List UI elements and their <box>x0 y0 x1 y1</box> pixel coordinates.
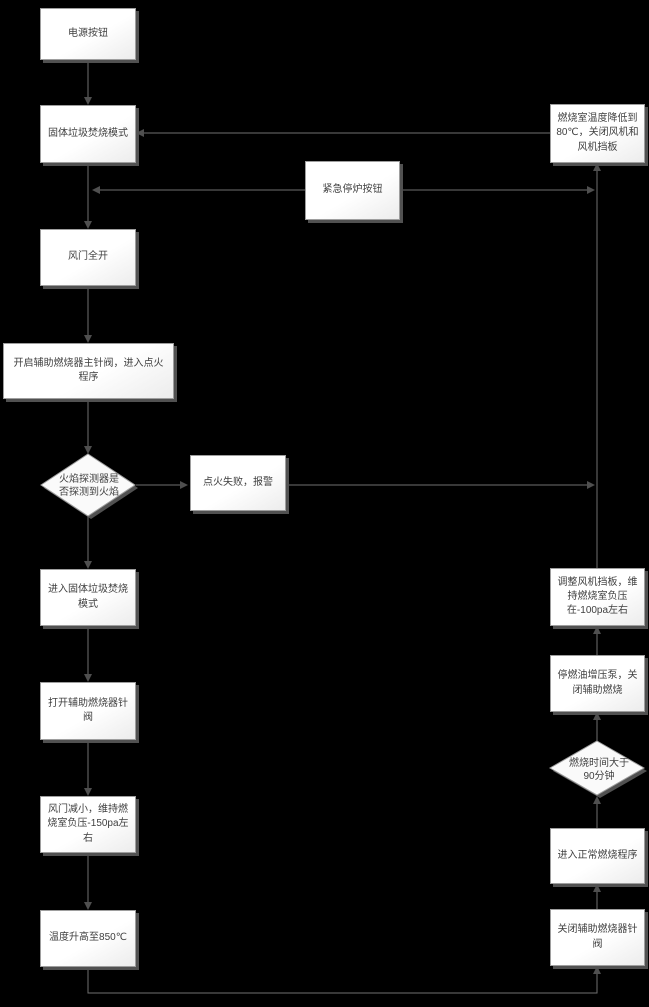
node-label: 停燃油增压泵，关闭辅助燃烧 <box>557 670 638 696</box>
node-normal-burn-program: 进入正常燃烧程序 <box>550 828 645 884</box>
node-emergency-stop-button: 紧急停炉按钮 <box>305 161 400 220</box>
node-adjust-fan-damper: 调整风机挡板，维持燃烧室负压在-100pa左右 <box>550 568 645 626</box>
node-label: 电源按钮 <box>68 27 108 39</box>
decision-flame-detected: 火焰探测器是否探测到火焰 <box>38 452 140 520</box>
node-temp-rise-850: 温度升高至850℃ <box>40 910 136 967</box>
diamond-shape <box>549 740 647 798</box>
node-open-needle-valve: 打开辅助燃烧器针阀 <box>40 682 136 740</box>
node-label: 开启辅助燃烧器主针阀，进入点火程序 <box>13 357 164 383</box>
node-label: 风门全开 <box>68 251 108 263</box>
node-label: 固体垃圾焚烧模式 <box>48 127 128 139</box>
decision-burn-time: 燃烧时间大于90分钟 <box>549 739 649 801</box>
decision-label: 火焰探测器是否探测到火焰 <box>59 473 119 499</box>
node-label: 进入固体垃圾焚烧模式 <box>48 584 128 610</box>
node-label: 温度升高至850℃ <box>49 932 127 944</box>
node-label: 燃烧室温度降低到80℃，关闭风机和风机挡板 <box>556 113 639 153</box>
node-label: 关闭辅助燃烧器针阀 <box>557 924 638 950</box>
diamond-shape <box>40 453 138 519</box>
node-label: 风门减小，维持燃烧室负压-150pa左右 <box>47 804 129 844</box>
node-stop-fuel-pump: 停燃油增压泵，关闭辅助燃烧 <box>550 655 645 712</box>
node-ignition-fail-alarm: 点火失败，报警 <box>190 455 286 511</box>
node-enter-solid-waste-mode: 进入固体垃圾焚烧模式 <box>40 569 136 626</box>
node-power-button: 电源按钮 <box>40 8 136 60</box>
decision-label: 燃烧时间大于90分钟 <box>569 757 629 783</box>
node-open-main-needle-valve: 开启辅助燃烧器主针阀，进入点火程序 <box>3 343 174 399</box>
node-label: 紧急停炉按钮 <box>322 184 383 196</box>
node-solid-waste-mode: 固体垃圾焚烧模式 <box>40 105 136 163</box>
node-damper-reduce: 风门减小，维持燃烧室负压-150pa左右 <box>40 796 136 853</box>
node-label: 打开辅助燃烧器针阀 <box>48 697 128 723</box>
node-close-needle-valve: 关闭辅助燃烧器针阀 <box>550 909 645 966</box>
node-label: 进入正常燃烧程序 <box>557 849 638 861</box>
node-label: 调整风机挡板，维持燃烧室负压在-100pa左右 <box>557 576 638 617</box>
node-temp-drop-80: 燃烧室温度降低到80℃，关闭风机和风机挡板 <box>550 104 645 163</box>
node-damper-full-open: 风门全开 <box>40 229 136 286</box>
node-label: 点火失败，报警 <box>203 476 273 488</box>
